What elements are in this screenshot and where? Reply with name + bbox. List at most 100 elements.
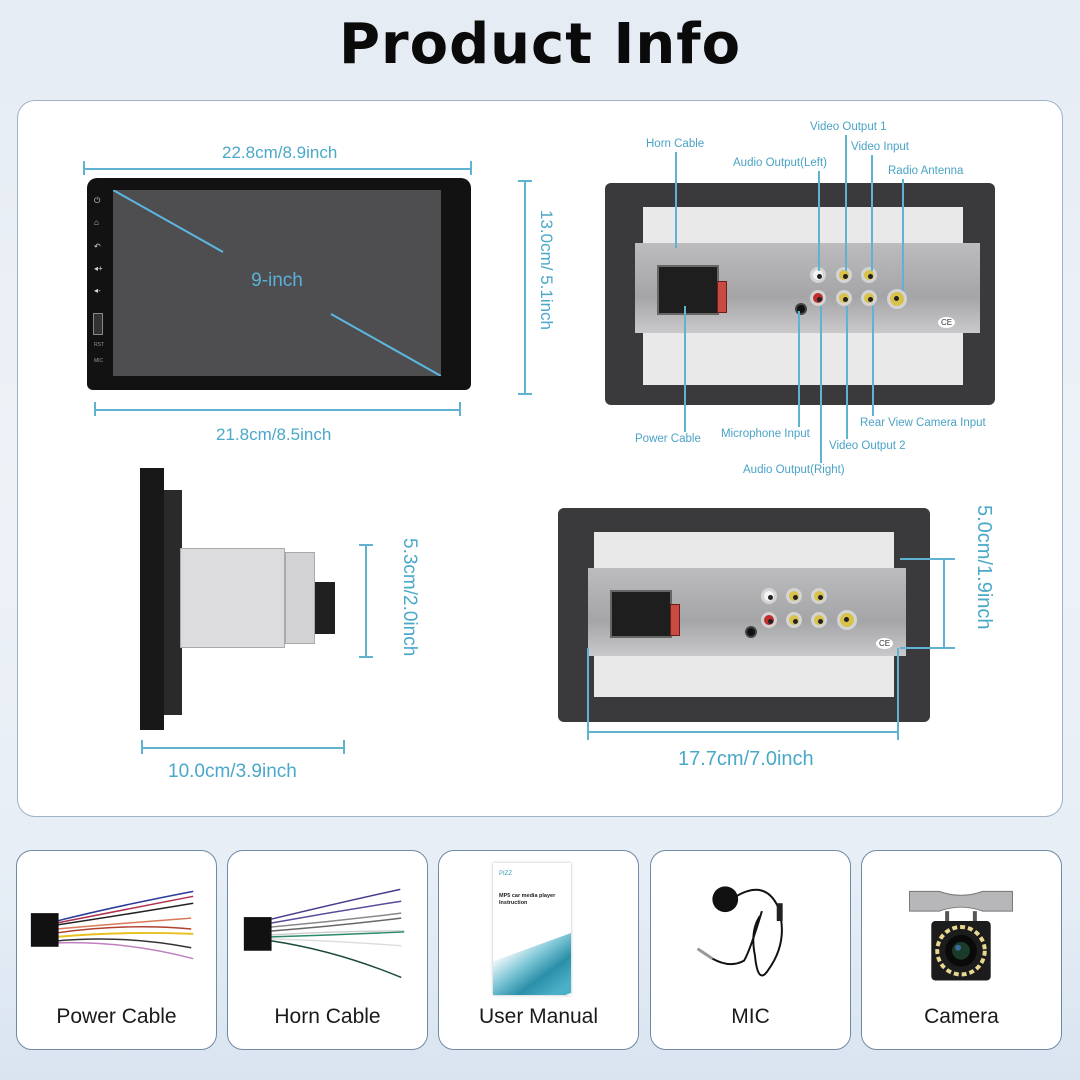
- dimension-line-chassis-height-2: [943, 559, 945, 649]
- dimension-tick: [141, 740, 143, 754]
- callout-leader: [902, 179, 904, 291]
- camera-icon: [909, 890, 1013, 981]
- volume-down-icon: ◂-: [94, 286, 101, 295]
- rca-video-output-1-icon: [836, 267, 852, 283]
- front-width-bottom-label: 21.8cm/8.5inch: [216, 425, 332, 444]
- back-icon: ↶: [94, 242, 101, 251]
- side-view-frame: [164, 490, 182, 715]
- rca-video-input-icon: [861, 267, 877, 283]
- microphone-jack-icon: [795, 303, 807, 315]
- rca-video-output-2-icon: [836, 290, 852, 306]
- callout-leader: [871, 155, 873, 271]
- dimension-tick: [900, 647, 955, 649]
- dimension-line-chassis-height: [365, 545, 367, 657]
- side-view-connector: [315, 582, 335, 634]
- dimension-line-chassis-width: [588, 731, 898, 733]
- dimension-tick: [518, 180, 532, 182]
- callout-audio-output-right: Audio Output(Right): [743, 464, 845, 476]
- accessory-label: Camera: [924, 1005, 999, 1028]
- callout-leader: [684, 306, 686, 432]
- callout-leader: [675, 152, 677, 248]
- side-view-chassis-rear: [285, 552, 315, 644]
- usb-port-icon: [93, 313, 103, 335]
- dimension-tick: [343, 740, 345, 754]
- dimension-line-bottom-width: [95, 409, 461, 411]
- accessory-card-camera: Camera: [861, 850, 1062, 1050]
- dimension-tick: [359, 656, 373, 658]
- dimension-tick: [900, 558, 955, 560]
- dimension-tick: [459, 402, 461, 416]
- front-screen: 9-inch: [113, 190, 441, 376]
- dimension-tick: [587, 648, 589, 740]
- rear-view-unit: CE: [605, 183, 995, 405]
- accessory-label: User Manual: [478, 1005, 599, 1028]
- callout-rear-view-camera-input: Rear View Camera Input: [860, 417, 986, 429]
- home-icon: ⌂: [94, 218, 99, 227]
- user-manual-icon: PIZZ MP5 car media player Instruction: [493, 863, 571, 995]
- accessory-label: Horn Cable: [274, 1005, 381, 1028]
- mic-label: MIC: [94, 358, 104, 364]
- callout-radio-antenna: Radio Antenna: [888, 165, 964, 177]
- callout-audio-output-left: Audio Output(Left): [733, 157, 827, 169]
- dimension-tick: [470, 161, 472, 175]
- accessory-label: MIC: [731, 1005, 770, 1028]
- callout-leader: [798, 311, 800, 427]
- ce-mark: CE: [876, 638, 894, 649]
- callout-leader: [818, 171, 820, 271]
- side-height-label: 5.3cm/2.0inch: [399, 538, 420, 657]
- rca-video-input-icon: [811, 588, 827, 604]
- rca-audio-right-icon: [810, 290, 826, 306]
- reset-label: RST: [94, 342, 104, 348]
- side-view-chassis: [180, 548, 285, 648]
- iso-connector-icon: [610, 590, 672, 638]
- callout-leader: [845, 135, 847, 271]
- callout-video-input: Video Input: [851, 141, 909, 153]
- callout-leader: [872, 306, 874, 416]
- page-title: Product Info: [338, 12, 742, 77]
- horn-cable-icon: [243, 888, 405, 979]
- dimension-line-depth: [142, 747, 345, 749]
- accessory-card-user-manual: PIZZ MP5 car media player Instruction Us…: [438, 850, 639, 1050]
- callout-video-output-1: Video Output 1: [810, 121, 887, 133]
- fuse-icon: [670, 604, 680, 636]
- rear-height-label: 5.0cm/1.9inch: [973, 505, 995, 630]
- front-view-unit: ⏻ ⌂ ↶ ◂+ ◂- RST MIC 9-inch: [87, 178, 471, 390]
- dimension-tick: [518, 393, 532, 395]
- callout-leader: [846, 306, 848, 439]
- microphone-icon: [696, 886, 783, 977]
- accessory-card-power-cable: Power Cable: [16, 850, 217, 1050]
- radio-antenna-port-icon: [837, 610, 857, 630]
- callout-video-output-2: Video Output 2: [829, 440, 906, 452]
- diagonal-line-icon: [113, 190, 441, 376]
- callout-horn-cable: Horn Cable: [646, 138, 705, 150]
- dimension-tick: [83, 161, 85, 175]
- rca-rear-camera-icon: [811, 612, 827, 628]
- radio-antenna-port-icon: [887, 289, 907, 309]
- side-depth-label: 10.0cm/3.9inch: [168, 761, 297, 782]
- dimension-tick: [897, 648, 899, 740]
- callout-power-cable: Power Cable: [635, 433, 701, 445]
- accessory-label: Power Cable: [56, 1005, 177, 1028]
- accessory-card-horn-cable: Horn Cable: [227, 850, 428, 1050]
- power-icon: ⏻: [94, 196, 101, 205]
- accessory-card-mic: MIC: [650, 850, 851, 1050]
- dimension-line-height: [524, 181, 526, 394]
- rca-audio-left-icon: [761, 588, 777, 604]
- rear-width-label: 17.7cm/7.0inch: [678, 748, 814, 770]
- ce-mark: CE: [938, 317, 956, 328]
- rca-rear-camera-icon: [861, 290, 877, 306]
- dimension-tick: [359, 544, 373, 546]
- callout-leader: [820, 306, 822, 463]
- rca-video-output-2-icon: [786, 612, 802, 628]
- rca-audio-left-icon: [810, 267, 826, 283]
- microphone-jack-icon: [745, 626, 757, 638]
- volume-up-icon: ◂+: [94, 264, 103, 273]
- manual-brand: PIZZ: [499, 871, 512, 877]
- callout-microphone-input: Microphone Input: [721, 428, 810, 440]
- rear-view-unit-2: CE: [558, 508, 930, 722]
- dimension-tick: [94, 402, 96, 416]
- rca-audio-right-icon: [761, 612, 777, 628]
- iso-connector-icon: [657, 265, 719, 315]
- dimension-line-top-width: [84, 168, 472, 170]
- screen-size-label: 9-inch: [251, 270, 303, 291]
